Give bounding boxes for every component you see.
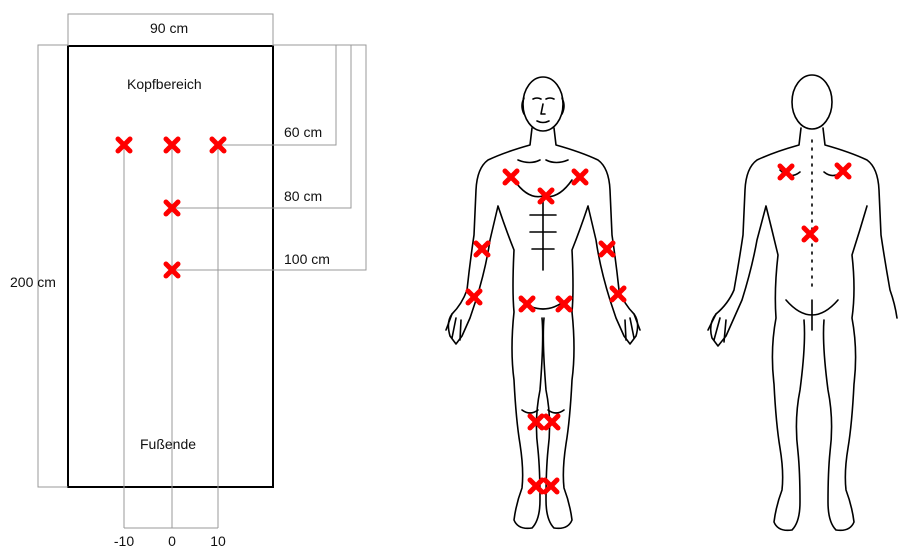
back-body-figure [708, 75, 897, 530]
row-label-80: 80 cm [284, 188, 322, 204]
height-dimension [38, 45, 68, 487]
front-body-marker [476, 243, 488, 255]
height-label: 200 cm [10, 274, 56, 290]
head-label: Kopfbereich [127, 76, 202, 92]
width-label: 90 cm [150, 20, 188, 36]
front-body-marker [546, 416, 558, 428]
front-body-marker [612, 288, 624, 300]
front-body-figure [446, 77, 640, 528]
back-body-marker [804, 228, 816, 240]
foot-label: Fußende [140, 436, 196, 452]
row-label-60: 60 cm [284, 124, 322, 140]
back-body-marker [837, 165, 849, 177]
front-body-marker [574, 171, 586, 183]
body-markers [468, 165, 849, 492]
front-body-marker [468, 291, 480, 303]
dimension-80cm [172, 45, 351, 208]
x-tick-0: 0 [168, 533, 176, 549]
x-tick-10: 10 [210, 533, 226, 549]
front-body-marker [601, 243, 613, 255]
row-label-100: 100 cm [284, 251, 330, 267]
x-tick-minus10: -10 [114, 533, 134, 549]
front-body-marker [505, 171, 517, 183]
front-body-marker [521, 298, 533, 310]
